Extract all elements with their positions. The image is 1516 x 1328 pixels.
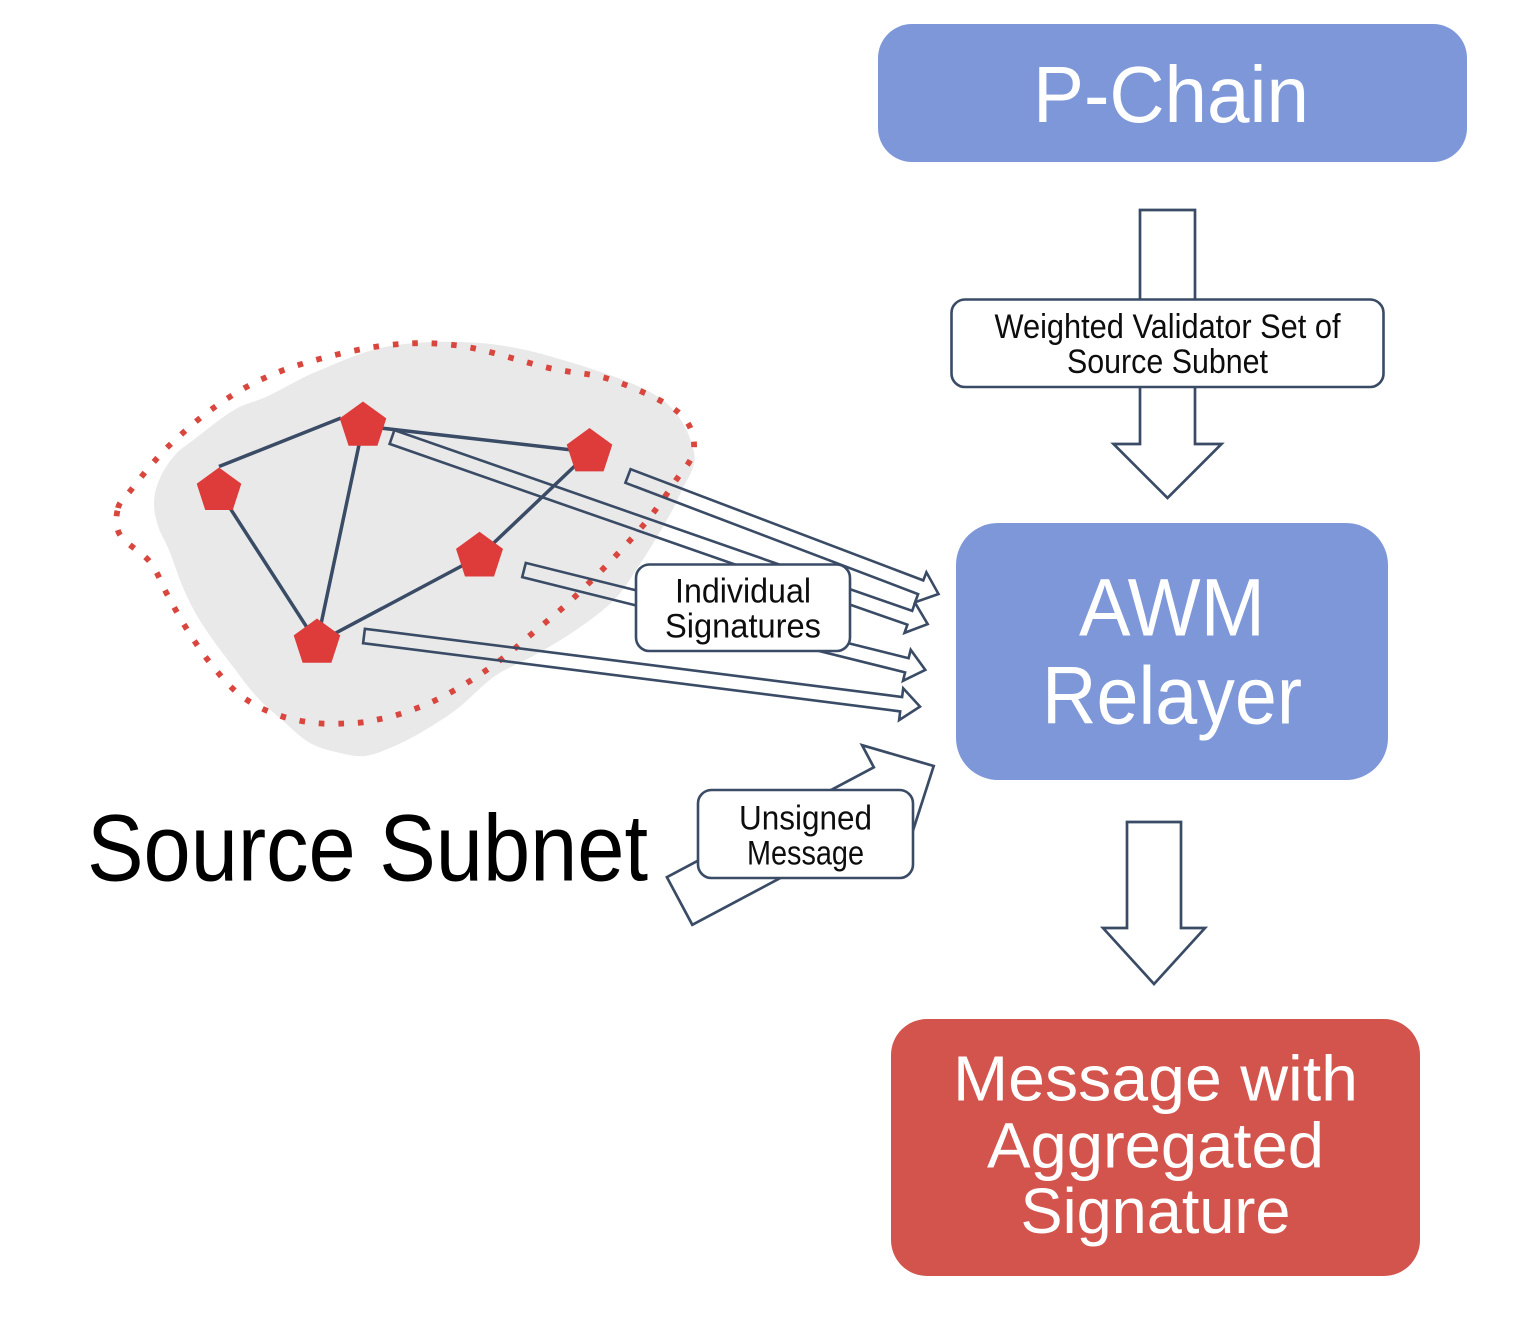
svg-text:Unsigned: Unsigned (739, 800, 872, 838)
svg-text:P-Chain: P-Chain (1033, 50, 1309, 139)
svg-text:Message: Message (747, 835, 864, 873)
svg-text:Signature: Signature (1021, 1175, 1291, 1247)
svg-text:AWM: AWM (1079, 563, 1265, 654)
svg-text:Individual: Individual (675, 573, 811, 611)
svg-text:Aggregated: Aggregated (987, 1109, 1324, 1181)
svg-text:Source Subnet: Source Subnet (1067, 343, 1268, 381)
svg-text:Relayer: Relayer (1042, 651, 1302, 742)
svg-text:Source Subnet: Source Subnet (87, 796, 648, 902)
svg-text:Message with: Message with (953, 1042, 1358, 1114)
svg-text:Weighted Validator Set of: Weighted Validator Set of (995, 308, 1341, 346)
svg-text:Signatures: Signatures (665, 607, 821, 645)
